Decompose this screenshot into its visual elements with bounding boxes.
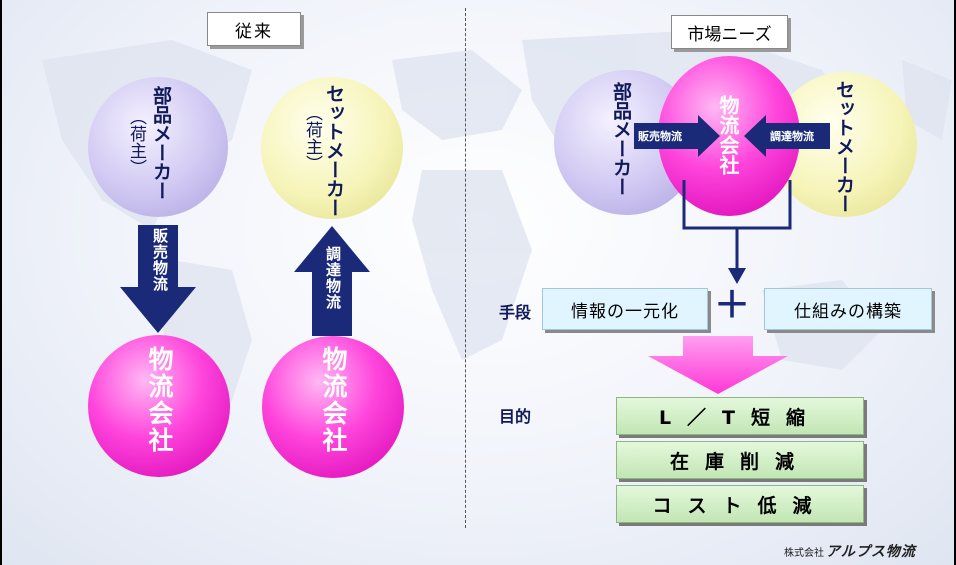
set-maker-label-left: セットメーカー (323, 84, 345, 217)
conventional-header-text: 従来 (235, 21, 273, 42)
conventional-header: 従来 (207, 12, 301, 46)
means-label: 手段 (499, 303, 532, 322)
procurement-logistics-small-label: 調達物流 (770, 130, 814, 143)
logistics-company-circle-left (88, 335, 230, 477)
goal-inventory-text: 在庫削減 (669, 450, 810, 473)
set-maker-shipper-left: （荷主） (302, 104, 322, 172)
sales-logistics-label: 販売物流 (151, 228, 169, 292)
center-divider (465, 8, 466, 528)
system-building-text: 仕組みの構築 (794, 301, 902, 322)
info-centralization-box: 情報の一元化 (542, 288, 708, 330)
convergence-connector (682, 180, 792, 284)
logistics-company-label-left: 物流会社 (145, 346, 174, 454)
sales-logistics-small-arrow (634, 115, 720, 157)
sales-logistics-small-label: 販売物流 (638, 130, 682, 143)
plus-icon: ＋ (714, 285, 751, 326)
parts-maker-circle-left (88, 77, 228, 217)
goal-cost-reduction: コスト低減 (616, 485, 864, 523)
logistics-company-label-center: 物流会社 (716, 95, 740, 175)
logistics-company-label-right: 物流会社 (319, 346, 348, 454)
parts-maker-shipper-left: （荷主） (126, 108, 146, 176)
set-maker-label-right: セットメーカー (833, 80, 855, 213)
purpose-label: 目的 (499, 407, 532, 426)
system-building-box: 仕組みの構築 (764, 288, 932, 330)
logistics-company-circle-right (262, 336, 404, 478)
info-centralization-text: 情報の一元化 (571, 301, 679, 322)
goal-lead-time-text: L／T短縮 (658, 406, 822, 429)
procurement-logistics-arrow (294, 226, 370, 336)
sales-logistics-arrow (120, 225, 196, 333)
company-logo-prefix: 株式会社 (784, 547, 824, 559)
goal-lead-time-reduction: L／T短縮 (616, 397, 864, 435)
market-needs-header: 市場ニーズ (671, 15, 788, 49)
pink-down-arrow (648, 336, 788, 394)
goal-cost-text: コスト低減 (652, 494, 828, 517)
set-maker-circle-left (261, 77, 403, 219)
market-needs-header-text: 市場ニーズ (687, 24, 772, 45)
company-logo-mark: アルプス物流 (826, 544, 916, 560)
parts-maker-label-right: 部品メーカー (610, 82, 632, 196)
procurement-logistics-small-arrow (744, 115, 830, 157)
goal-inventory-reduction: 在庫削減 (616, 441, 864, 479)
procurement-logistics-label: 調達物流 (324, 246, 342, 310)
company-logo: 株式会社 アルプス物流 (784, 541, 916, 561)
parts-maker-label-left: 部品メーカー (150, 86, 172, 200)
